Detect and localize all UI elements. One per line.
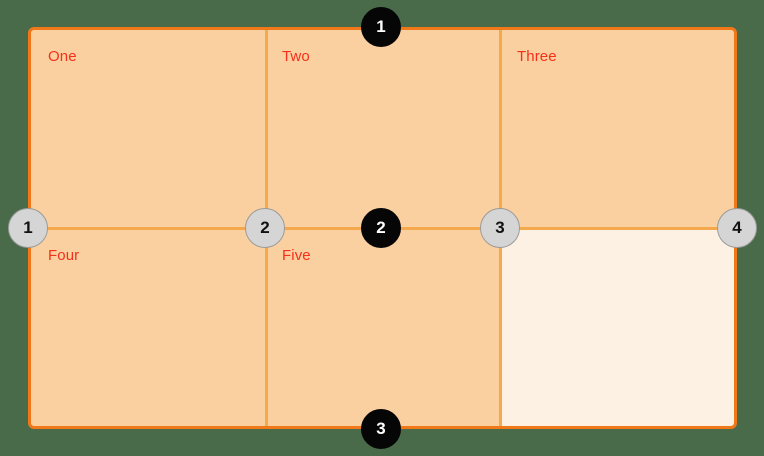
grid-cell-five[interactable]: Five bbox=[265, 228, 500, 426]
grid-cell-one[interactable]: One bbox=[31, 30, 265, 228]
grid-cell-six-empty[interactable] bbox=[500, 228, 734, 426]
grid-cell-four-label: Four bbox=[48, 247, 80, 264]
row-handle-3[interactable]: 3 bbox=[480, 208, 520, 248]
row-handle-1[interactable]: 1 bbox=[8, 208, 48, 248]
grid-cell-two-label: Two bbox=[282, 48, 310, 65]
grid-cell-four[interactable]: Four bbox=[31, 228, 265, 426]
column-handle-3[interactable]: 3 bbox=[361, 409, 401, 449]
grid-cell-two[interactable]: Two bbox=[265, 30, 500, 228]
column-handle-1[interactable]: 1 bbox=[361, 7, 401, 47]
grid-cell-three[interactable]: Three bbox=[500, 30, 734, 228]
grid-cell-five-label: Five bbox=[282, 247, 311, 264]
row-handle-4[interactable]: 4 bbox=[717, 208, 757, 248]
row-handle-2[interactable]: 2 bbox=[245, 208, 285, 248]
column-handle-2[interactable]: 2 bbox=[361, 208, 401, 248]
grid-cell-three-label: Three bbox=[517, 48, 557, 65]
grid-cell-one-label: One bbox=[48, 48, 77, 65]
grid-table[interactable]: One Two Three Four Five bbox=[28, 27, 737, 429]
